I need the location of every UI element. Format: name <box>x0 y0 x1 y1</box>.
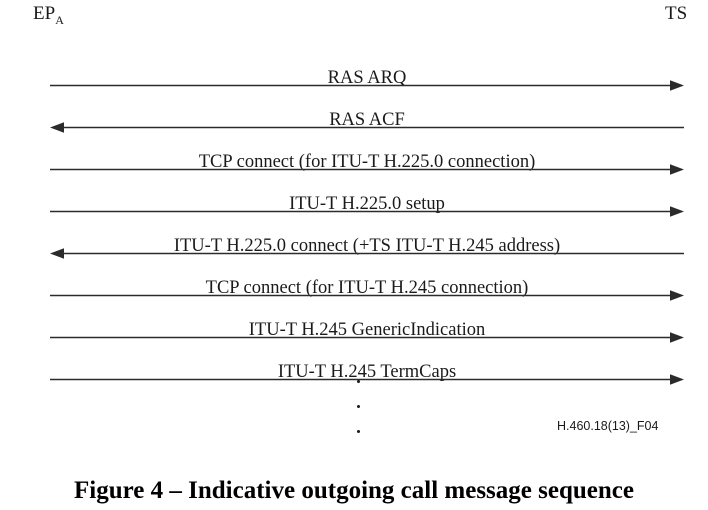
endpoint-left-name: EP <box>33 3 56 24</box>
continuation-dots <box>357 380 369 455</box>
message-label: TCP connect (for ITU-T H.245 connection) <box>205 278 529 298</box>
message-row: ITU-T H.225.0 setup <box>50 184 684 218</box>
figure-caption: Figure 4 – Indicative outgoing call mess… <box>74 477 634 504</box>
message-label: TCP connect (for ITU-T H.225.0 connectio… <box>198 152 536 172</box>
arrow-right-icon <box>50 80 684 91</box>
message-row: TCP connect (for ITU-T H.225.0 connectio… <box>50 142 684 176</box>
message-row: RAS ACF <box>50 100 684 134</box>
arrow-right-icon <box>50 164 684 175</box>
continuation-dot <box>357 380 360 383</box>
arrow-right-icon <box>50 206 684 217</box>
arrow-right-icon <box>50 332 684 343</box>
arrow-left-icon <box>50 248 684 259</box>
endpoint-left-subscript: A <box>55 12 64 27</box>
message-label: RAS ACF <box>329 110 405 130</box>
message-row: ITU-T H.225.0 connect (+TS ITU-T H.245 a… <box>50 226 684 260</box>
arrow-right-icon <box>50 290 684 301</box>
message-label: ITU-T H.225.0 setup <box>289 194 445 214</box>
message-label: RAS ARQ <box>327 68 407 88</box>
arrow-right-icon <box>50 374 684 385</box>
message-label: ITU-T H.245 TermCaps <box>277 362 457 382</box>
message-row: TCP connect (for ITU-T H.245 connection) <box>50 268 684 302</box>
message-row: RAS ARQ <box>50 58 684 92</box>
message-label: ITU-T H.245 GenericIndication <box>248 320 486 340</box>
message-row: ITU-T H.245 TermCaps <box>50 352 684 386</box>
message-label: ITU-T H.225.0 connect (+TS ITU-T H.245 a… <box>173 236 561 256</box>
arrow-left-icon <box>50 122 684 133</box>
continuation-dot <box>357 430 360 433</box>
continuation-dot <box>357 405 360 408</box>
endpoint-label-right: TS <box>665 4 687 23</box>
endpoint-right-name: TS <box>665 3 688 24</box>
figure-id-label: H.460.18(13)_F04 <box>557 419 659 433</box>
message-row: ITU-T H.245 GenericIndication <box>50 310 684 344</box>
endpoint-label-left: EPA <box>33 4 64 26</box>
